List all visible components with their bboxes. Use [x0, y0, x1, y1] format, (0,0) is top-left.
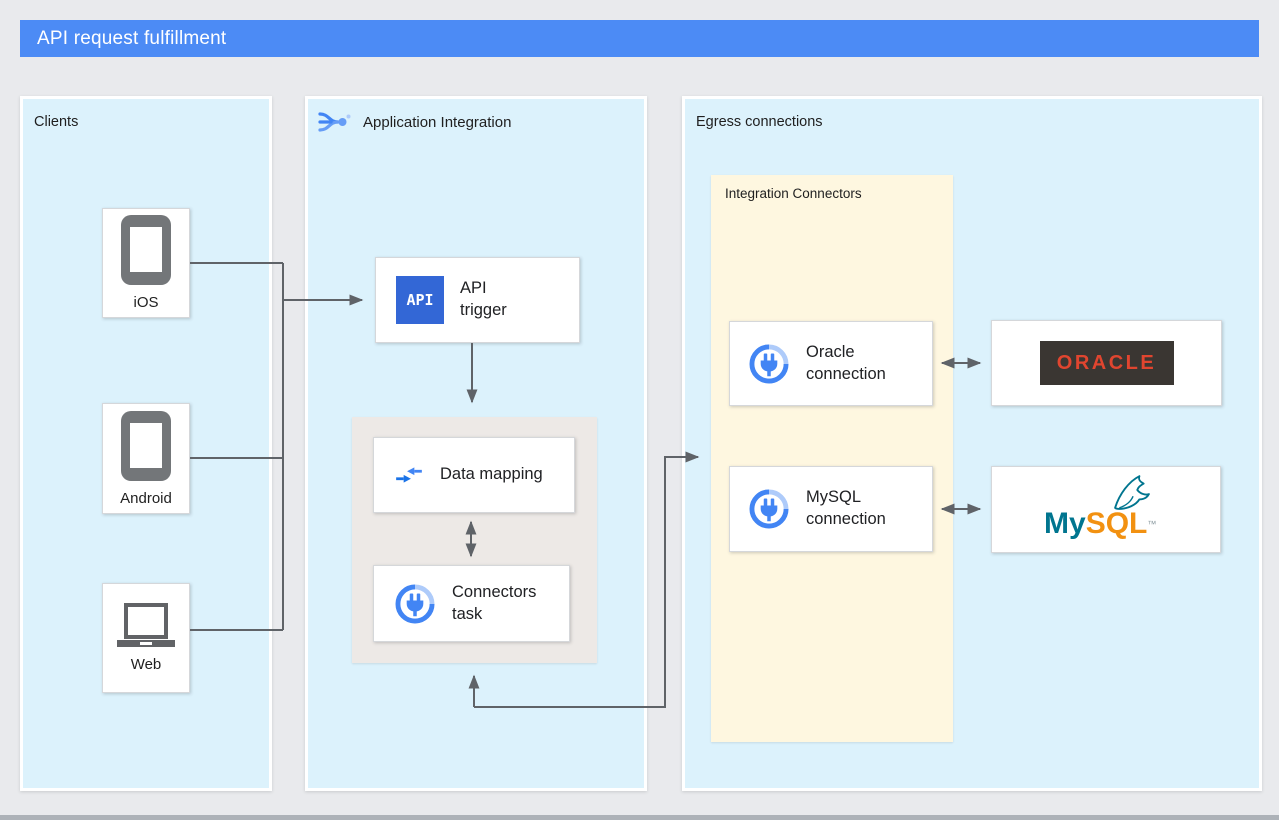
connector-plug-icon	[749, 489, 789, 529]
api-badge-icon: API	[396, 276, 444, 324]
mysql-dolphin-icon	[1114, 475, 1150, 510]
window-bottom-edge	[0, 815, 1279, 820]
data-mapping-icon	[396, 467, 422, 483]
diagram-title: API request fulfillment	[37, 27, 227, 49]
mysql-logo: MySQL™	[992, 467, 1220, 552]
connector-plug-icon	[395, 584, 435, 623]
smartphone-icon	[121, 410, 171, 481]
oracle-connection-node: Oracle connection	[729, 321, 933, 406]
client-card-web: Web	[102, 583, 190, 693]
client-label-web: Web	[130, 656, 162, 673]
api-trigger-node: API API trigger	[375, 257, 580, 343]
client-card-android: Android	[102, 403, 190, 514]
client-card-ios: iOS	[102, 208, 190, 318]
egress-panel-title: Egress connections	[696, 114, 823, 130]
smartphone-icon	[121, 215, 171, 285]
mysql-wordmark-sql: SQL	[1085, 507, 1148, 540]
connector-plug-icon	[749, 344, 789, 383]
oracle-connection-label: Oracle connection	[806, 342, 886, 383]
api-trigger-label: API trigger	[460, 279, 507, 319]
connectors-task-node: Connectors task	[373, 565, 570, 642]
application-integration-icon	[318, 112, 351, 132]
application-integration-title: Application Integration	[363, 113, 512, 131]
data-mapping-label: Data mapping	[440, 465, 543, 484]
laptop-icon	[117, 603, 175, 647]
connectors-task-label: Connectors task	[452, 582, 537, 623]
application-integration-header: Application Integration	[317, 104, 511, 140]
laptop-notch	[140, 642, 152, 645]
laptop-screen	[124, 603, 168, 639]
oracle-logo: ORACLE	[1039, 341, 1174, 385]
client-label-ios: iOS	[133, 294, 159, 311]
mysql-connection-node: MySQL connection	[729, 466, 933, 552]
integration-connectors-group	[711, 175, 953, 742]
clients-panel-title: Clients	[34, 114, 79, 130]
mysql-trademark: ™	[1147, 519, 1157, 529]
mysql-wordmark-my: My	[1044, 507, 1086, 540]
client-label-android: Android	[120, 489, 172, 507]
oracle-system-card: ORACLE	[991, 320, 1222, 406]
diagram-title-banner: API request fulfillment	[20, 20, 1259, 57]
oracle-wordmark: ORACLE	[1056, 351, 1157, 374]
data-mapping-node: Data mapping	[373, 437, 575, 513]
mysql-connection-label: MySQL connection	[806, 488, 886, 528]
mysql-system-card: MySQL™	[991, 466, 1221, 553]
integration-connectors-title: Integration Connectors	[725, 186, 862, 201]
mysql-wordmark: MySQL™	[1044, 507, 1156, 541]
